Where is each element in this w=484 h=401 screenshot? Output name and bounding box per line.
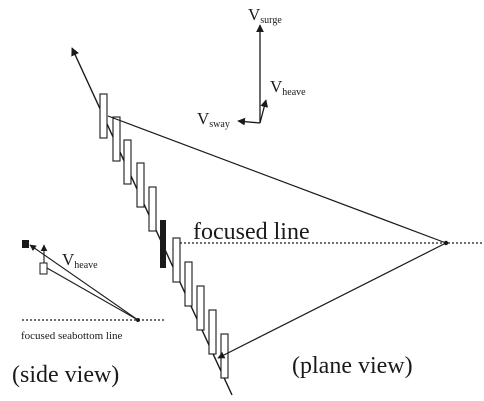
side-ray-upper — [29, 244, 139, 321]
v-heave-label: Vheave — [270, 77, 306, 98]
array-element — [112, 116, 121, 162]
side-view-inset — [22, 240, 165, 322]
side-v-heave-label: Vheave — [62, 250, 98, 271]
velocity-vectors — [237, 24, 269, 126]
ray-top — [107, 115, 447, 244]
plane-view-caption: (plane view) — [292, 353, 413, 379]
array-element — [99, 93, 108, 139]
side-view-caption: (side view) — [12, 362, 119, 388]
array-element — [172, 237, 181, 283]
array-element — [196, 285, 205, 331]
array-element — [136, 162, 145, 208]
array-element — [184, 261, 193, 307]
v-heave-arrow — [259, 99, 269, 124]
array-element — [208, 309, 217, 355]
side-ray-lower — [46, 267, 139, 321]
v-surge-label: Vsurge — [248, 5, 282, 26]
ray-bottom — [217, 242, 447, 359]
focused-seabottom-label: focused seabottom line — [21, 330, 123, 342]
focus-rays — [107, 115, 447, 359]
focused-line-label: focused line — [193, 219, 310, 245]
array-elements — [99, 93, 229, 379]
side-element-top — [22, 240, 29, 248]
array-element — [148, 186, 157, 232]
focused-element — [160, 220, 166, 268]
side-element-bottom — [39, 262, 48, 275]
v-sway-arrow — [237, 117, 261, 126]
array-element — [123, 139, 132, 185]
v-sway-label: Vsway — [197, 109, 230, 130]
